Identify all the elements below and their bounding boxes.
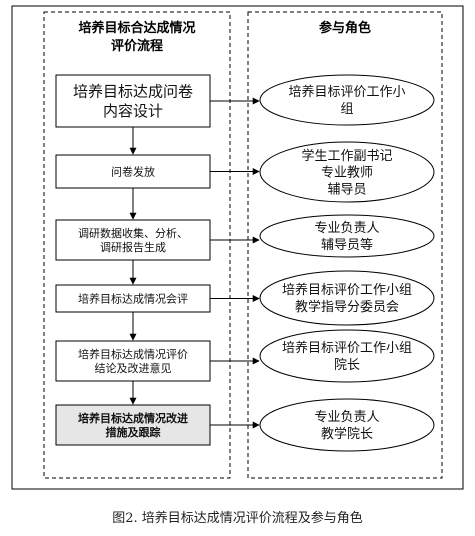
outer-frame xyxy=(11,5,464,490)
role-1-line-2: 组 xyxy=(340,102,353,117)
process-step-2: 问卷发放 xyxy=(55,154,211,189)
process-step-box xyxy=(55,340,211,382)
role-3-line-1: 专业负责人 xyxy=(314,221,379,236)
role-2-line-1: 学生工作副书记 xyxy=(301,148,392,164)
process-step-3-line-2: 调研报告生成 xyxy=(100,240,166,254)
process-step-3-line-1: 调研数据收集、分析、 xyxy=(78,226,188,240)
process-step-1-line-1: 培养目标达成问卷 xyxy=(73,83,193,101)
role-3-line-2: 辅导员等 xyxy=(321,237,373,253)
process-step-3: 调研数据收集、分析、调研报告生成 xyxy=(55,219,211,261)
role-5-line-2: 院长 xyxy=(334,358,360,373)
process-steps: 培养目标达成问卷内容设计问卷发放调研数据收集、分析、调研报告生成培养目标达成情况… xyxy=(55,74,211,446)
process-step-box xyxy=(55,74,211,128)
role-6-line-1: 专业负责人 xyxy=(314,410,379,425)
process-step-4: 培养目标达成情况会评 xyxy=(55,284,211,313)
role-4-line-2: 教学指导分委员会 xyxy=(295,299,399,315)
role-2-line-3: 辅导员 xyxy=(327,183,366,198)
process-step-5-line-2: 结论及改进意见 xyxy=(95,361,172,375)
participant-roles: 培养目标评价工作小组学生工作副书记专业教师辅导员专业负责人辅导员等培养目标评价工… xyxy=(259,74,435,452)
flow-arrows xyxy=(129,97,260,429)
process-step-6-line-2: 措施及跟踪 xyxy=(106,425,161,439)
process-step-box xyxy=(55,154,211,189)
process-step-1-line-2: 内容设计 xyxy=(103,102,163,120)
role-ellipse xyxy=(259,74,435,126)
role-1-line-1: 培养目标评价工作小 xyxy=(288,84,405,100)
role-6-line-2: 教学院长 xyxy=(321,426,373,442)
process-step-2-line-1: 问卷发放 xyxy=(111,164,155,178)
role-ellipse xyxy=(259,141,435,203)
process-step-6-line-1: 培养目标达成情况改进 xyxy=(78,411,188,425)
role-ellipse xyxy=(259,214,435,258)
process-step-4-line-1: 培养目标达成情况会评 xyxy=(78,291,188,305)
process-step-5-line-1: 培养目标达成情况评价 xyxy=(78,347,188,361)
role-1: 培养目标评价工作小组 xyxy=(259,74,435,126)
right-panel-title: 参与角色 xyxy=(319,20,371,36)
left-panel-title-line2: 评价流程 xyxy=(111,38,163,54)
left-panel-title-line1: 培养目标合达成情况 xyxy=(78,20,195,36)
right-panel xyxy=(247,11,443,479)
role-ellipse xyxy=(259,398,435,452)
figure-caption: 图2. 培养目标达成情况评价流程及参与角色 xyxy=(112,511,363,526)
role-ellipse xyxy=(259,270,435,326)
left-panel xyxy=(43,11,231,479)
role-5-line-1: 培养目标评价工作小组 xyxy=(282,340,412,356)
role-ellipse xyxy=(259,329,435,383)
process-step-box xyxy=(55,219,211,261)
process-step-box xyxy=(55,404,211,446)
role-2-line-2: 专业教师 xyxy=(321,165,373,181)
role-4-line-1: 培养目标评价工作小组 xyxy=(282,282,412,298)
